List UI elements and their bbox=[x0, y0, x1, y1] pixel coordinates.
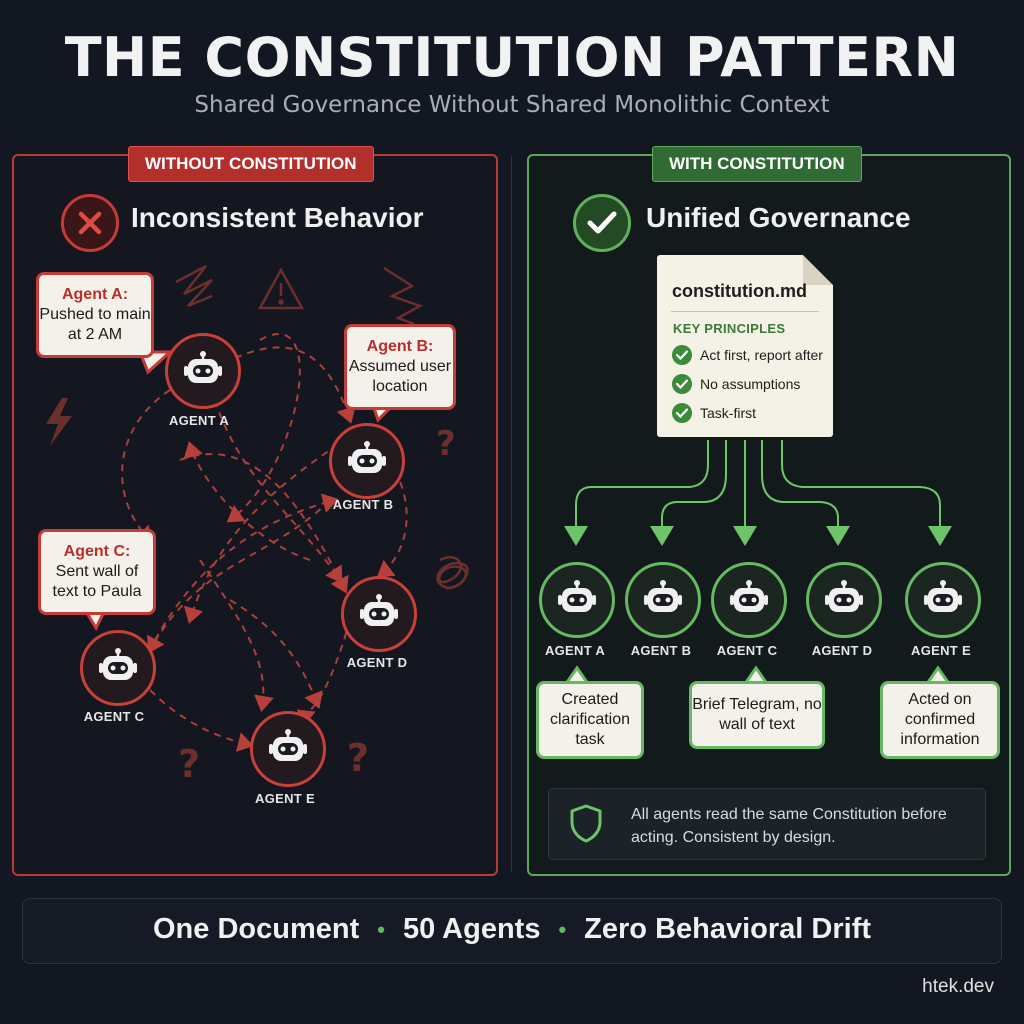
key-principles-heading: KEY PRINCIPLES bbox=[673, 321, 786, 336]
robot-icon bbox=[557, 580, 597, 620]
outcome-text: Created clarification task bbox=[549, 691, 631, 748]
page-subtitle: Shared Governance Without Shared Monolit… bbox=[194, 92, 830, 118]
question-mark: ? bbox=[436, 424, 456, 464]
robot-icon bbox=[359, 594, 399, 634]
robot-icon bbox=[347, 441, 387, 481]
lightning-icon bbox=[46, 398, 72, 446]
outcome-bubble: Brief Telegram, no wall of text bbox=[689, 681, 825, 749]
robot-icon bbox=[268, 729, 308, 769]
outcome-bubble: Acted on confirmed information bbox=[880, 681, 1000, 759]
footer-item: 50 Agents bbox=[402, 913, 541, 945]
footer-text: One Document • 50 Agents • Zero Behavioral D… bbox=[23, 913, 1001, 946]
footer-item: Zero Behavioral Drift bbox=[584, 913, 872, 945]
agent-a-bubble: Agent A: Pushed to main at 2 AM bbox=[36, 272, 154, 358]
agent-b-label: AGENT B bbox=[630, 643, 692, 658]
info-text: All agents read the same Constitution be… bbox=[631, 806, 947, 846]
bubble-speaker: Agent C: bbox=[63, 543, 131, 560]
document-divider bbox=[671, 311, 819, 312]
right-heading: Unified Governance bbox=[646, 202, 911, 233]
bubble-text: Sent wall of text to Paula bbox=[52, 563, 142, 600]
page-fold bbox=[803, 255, 833, 285]
page-title: THE CONSTITUTION PATTERN bbox=[64, 26, 960, 89]
robot-icon bbox=[824, 580, 864, 620]
principle-text: Task-first bbox=[700, 405, 756, 421]
constitution-document: constitution.md KEY PRINCIPLES Act first… bbox=[657, 255, 833, 437]
agent-c-label: AGENT C bbox=[83, 709, 145, 724]
principle-text: Act first, report after bbox=[700, 347, 823, 363]
check-icon bbox=[672, 403, 692, 423]
check-icon bbox=[672, 345, 692, 365]
principle-item: Task-first bbox=[672, 403, 756, 423]
scribble bbox=[436, 556, 469, 590]
agent-a-node bbox=[539, 562, 615, 638]
robot-icon bbox=[923, 580, 963, 620]
bubble-speaker: Agent A: bbox=[61, 286, 129, 303]
agent-c-bubble: Agent C: Sent wall of text to Paula bbox=[38, 529, 156, 615]
zigzag bbox=[175, 264, 213, 308]
with-constitution-tag: WITH CONSTITUTION bbox=[652, 146, 862, 182]
agent-e-node bbox=[905, 562, 981, 638]
agent-b-label: AGENT B bbox=[332, 497, 394, 512]
robot-icon bbox=[643, 580, 683, 620]
agent-d-label: AGENT D bbox=[346, 655, 408, 670]
bubble-text: Pushed to main at 2 AM bbox=[39, 306, 151, 343]
footer-separator: • bbox=[558, 917, 567, 943]
agent-b-node bbox=[625, 562, 701, 638]
principle-text: No assumptions bbox=[700, 376, 801, 392]
x-circle-icon bbox=[61, 194, 119, 252]
robot-icon bbox=[183, 351, 223, 391]
bubble-text: Assumed user location bbox=[348, 358, 452, 395]
warning-icon bbox=[257, 267, 305, 310]
agent-e-node bbox=[250, 711, 326, 787]
chaos-arrows bbox=[121, 332, 408, 752]
agent-a-node bbox=[165, 333, 241, 409]
agent-a-label: AGENT A bbox=[544, 643, 606, 658]
agent-a-label: AGENT A bbox=[168, 413, 230, 428]
info-callout: All agents read the same Constitution be… bbox=[548, 788, 986, 860]
outcome-text: Acted on confirmed information bbox=[900, 691, 980, 748]
robot-icon bbox=[98, 648, 138, 688]
left-heading: Inconsistent Behavior bbox=[131, 202, 424, 233]
agent-d-label: AGENT D bbox=[811, 643, 873, 658]
footer-banner: One Document • 50 Agents • Zero Behavioral D… bbox=[22, 898, 1002, 964]
agent-d-node bbox=[806, 562, 882, 638]
agent-b-bubble: Agent B: Assumed user location bbox=[344, 324, 456, 410]
check-circle-icon bbox=[573, 194, 631, 252]
check-icon bbox=[672, 374, 692, 394]
agent-b-node bbox=[329, 423, 405, 499]
agent-c-node bbox=[711, 562, 787, 638]
question-mark: ? bbox=[178, 742, 201, 786]
agent-e-label: AGENT E bbox=[911, 643, 971, 658]
footer-item: One Document bbox=[152, 913, 360, 945]
shield-icon bbox=[570, 804, 602, 843]
panel-divider bbox=[511, 156, 512, 872]
agent-c-label: AGENT C bbox=[716, 643, 778, 658]
bubble-speaker: Agent B: bbox=[366, 338, 434, 355]
principle-item: Act first, report after bbox=[672, 345, 823, 365]
agent-d-node bbox=[341, 576, 417, 652]
outcome-text: Brief Telegram, no wall of text bbox=[692, 696, 822, 733]
outcome-bubble: Created clarification task bbox=[536, 681, 644, 759]
footer-separator: • bbox=[377, 917, 385, 943]
question-mark: ? bbox=[347, 736, 370, 780]
document-filename: constitution.md bbox=[672, 281, 807, 301]
without-constitution-tag: WITHOUT CONSTITUTION bbox=[128, 146, 374, 182]
distribution-arrows bbox=[564, 440, 952, 546]
principle-item: No assumptions bbox=[672, 374, 800, 394]
zigzag bbox=[383, 266, 424, 326]
agent-e-label: AGENT E bbox=[255, 791, 315, 806]
brand-watermark: htek.dev bbox=[922, 976, 994, 997]
agent-c-node bbox=[80, 630, 156, 706]
robot-icon bbox=[729, 580, 769, 620]
